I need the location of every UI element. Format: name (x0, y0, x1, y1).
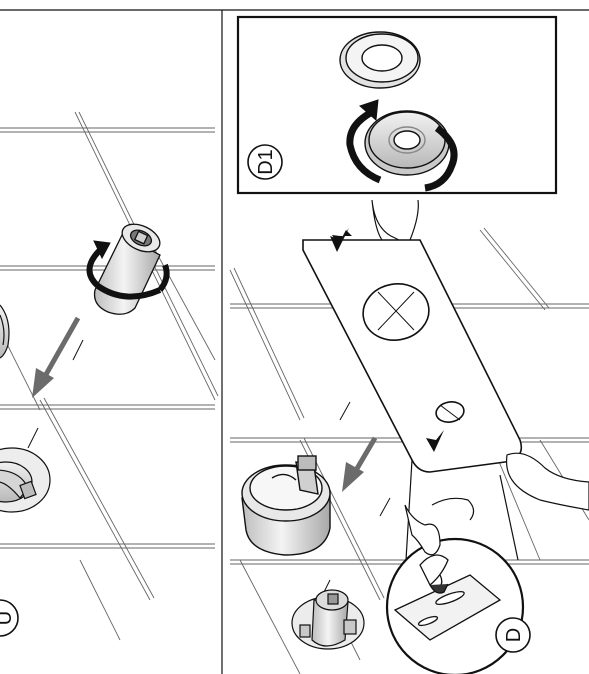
valve-cartridge (95, 219, 165, 315)
insert-arrow-icon (342, 438, 375, 492)
valve-body (242, 456, 330, 555)
insert-arrow-icon (32, 318, 78, 398)
step-label-d1: D1 (255, 149, 277, 175)
hand-bottom (507, 453, 589, 510)
partial-fitting-left-edge (0, 305, 9, 358)
mounting-plate (303, 240, 521, 472)
tile-grid-left (0, 112, 218, 640)
inset-detail-d1: D1 (238, 17, 556, 193)
installed-fitting-left (0, 448, 50, 512)
guide-lines-right (322, 402, 390, 596)
step-badge-d1: D1 (248, 145, 282, 179)
step-label-u: U (0, 611, 16, 625)
step-badge-d: D (496, 618, 530, 652)
washer-bottom (365, 111, 449, 175)
step-label-d: D (503, 628, 525, 642)
fitting-on-tile (292, 590, 364, 649)
magnifier-callout-icon: D (387, 460, 530, 674)
washer-top (340, 32, 420, 88)
left-panel: U (0, 112, 218, 640)
step-badge-u: U (0, 600, 18, 636)
right-panel: D1 (230, 17, 589, 674)
